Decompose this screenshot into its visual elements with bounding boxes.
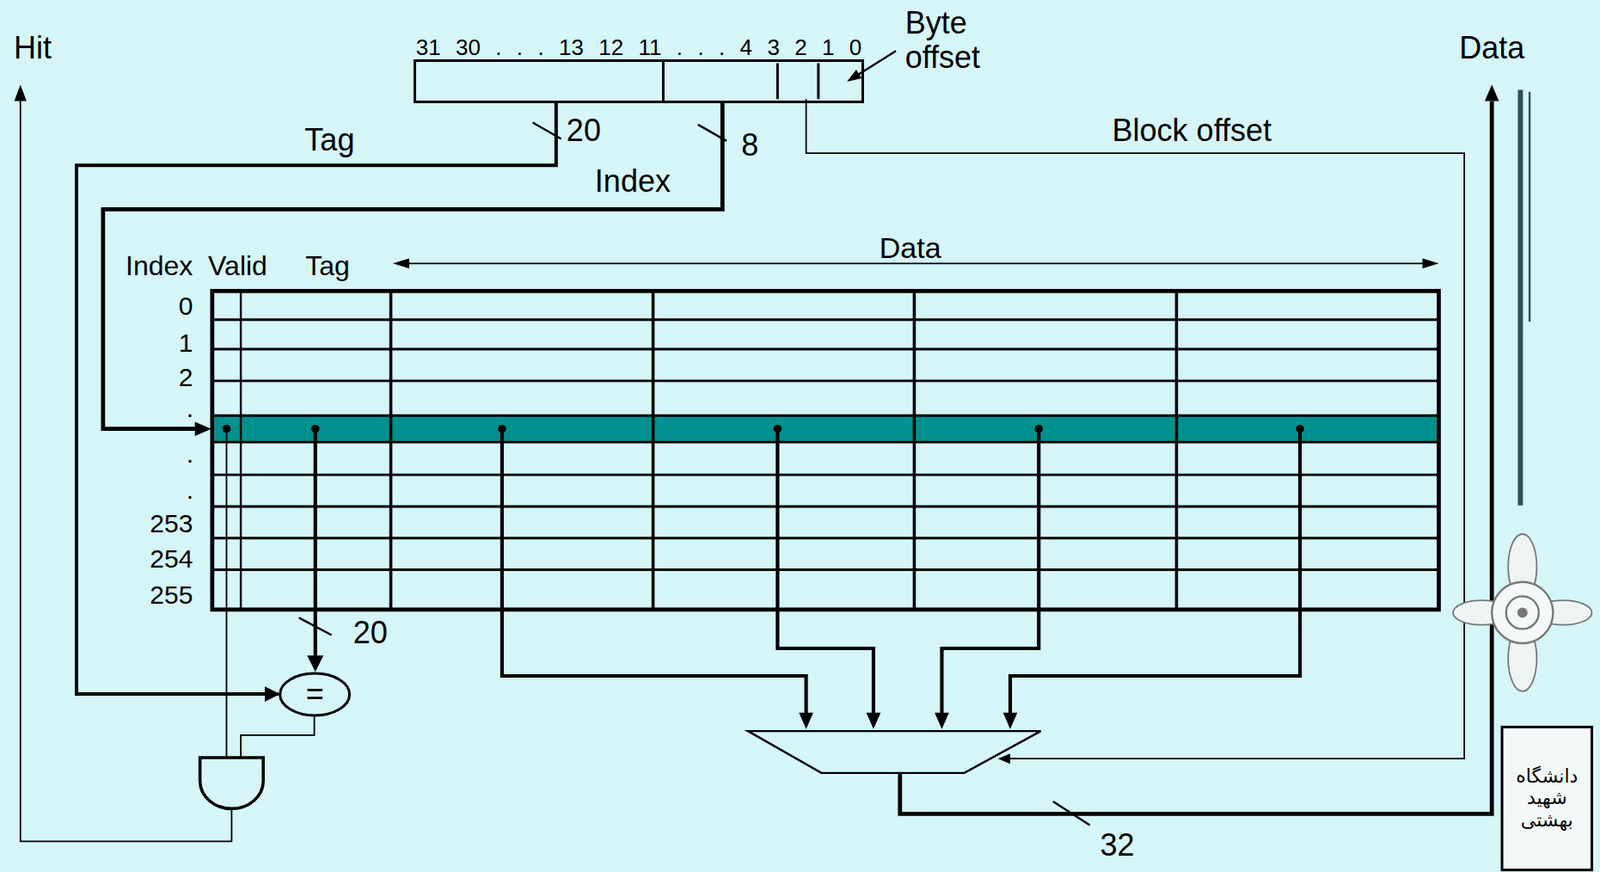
field-name: Byte offset (905, 6, 1013, 74)
tag-wire (76, 103, 557, 694)
arrow-head (306, 655, 324, 672)
bus-width: 20 (566, 115, 601, 147)
logo-ornament (1517, 606, 1528, 618)
comparator: = (278, 671, 351, 718)
arrow-head (1003, 712, 1018, 730)
data-wire (502, 429, 1300, 715)
row-index: 0 (178, 293, 194, 319)
arrow-head (846, 69, 862, 82)
table-row-line (212, 319, 1440, 571)
hit-wire (20, 98, 233, 841)
decor-bar (1517, 89, 1523, 505)
arrow-head (1484, 85, 1500, 102)
and-gate (200, 757, 264, 809)
bit-numbers: 31 30 . . . 13 12 11 . . . 4 3 2 1 0 (416, 36, 863, 59)
compare-wire (240, 717, 314, 758)
arrow-head (392, 257, 410, 269)
arrow-head (798, 712, 814, 730)
data-out-wire (900, 101, 1492, 815)
junction-dot (1034, 424, 1043, 433)
row-index: 253 (149, 510, 193, 537)
dimension-line (407, 262, 1425, 264)
multiplexer (747, 730, 1042, 773)
row-index: . (186, 395, 194, 422)
output-name: Hit (13, 32, 52, 64)
column-header: Data (876, 232, 945, 263)
watermark-text: دانشگاه شهید بهشتی (1503, 765, 1590, 831)
cache-table (212, 290, 1440, 609)
output-name: Data (1459, 32, 1525, 64)
row-index: 2 (178, 364, 194, 391)
logo-ornament (1506, 595, 1539, 629)
row-index: . (186, 441, 194, 467)
arrow-head (195, 421, 212, 436)
column-header: Valid (208, 251, 268, 280)
bus-width: 32 (1100, 829, 1135, 861)
row-index: 255 (149, 582, 193, 608)
logo-frame (1501, 726, 1592, 870)
table-column-line (391, 290, 1178, 609)
selected-row (214, 415, 1437, 442)
arrow-head (866, 712, 882, 730)
field-name: Tag (304, 124, 355, 156)
junction-dot (311, 424, 319, 433)
bus-width: 20 (353, 617, 388, 649)
arrow-head (934, 712, 950, 730)
logo-ornament (1491, 582, 1553, 644)
field-name: Index (594, 165, 671, 197)
arrow-head (14, 85, 27, 102)
junction-dot (497, 424, 506, 433)
decor-bar (1528, 91, 1531, 322)
column-header: Index (125, 251, 193, 280)
table-column-line (239, 290, 242, 609)
row-index: 1 (178, 330, 194, 356)
bus-width: 8 (741, 129, 759, 161)
address-register: 31 30 . . . 13 12 11 . . . 4 3 2 1 0 (413, 59, 865, 104)
tag-wire (313, 429, 318, 658)
arrow-head (998, 753, 1011, 764)
field-divider (662, 61, 818, 104)
arrow-head (1422, 257, 1439, 269)
row-index: 254 (149, 545, 193, 572)
field-name: Block offset (1112, 115, 1272, 147)
junction-dot (222, 424, 231, 433)
column-header: Tag (305, 251, 350, 280)
junction-dot (1295, 424, 1304, 433)
comparator-symbol: = (278, 671, 351, 718)
valid-wire (226, 429, 228, 758)
logo-ornament (1452, 533, 1592, 692)
junction-dot (773, 424, 782, 433)
row-index: . (186, 477, 194, 503)
